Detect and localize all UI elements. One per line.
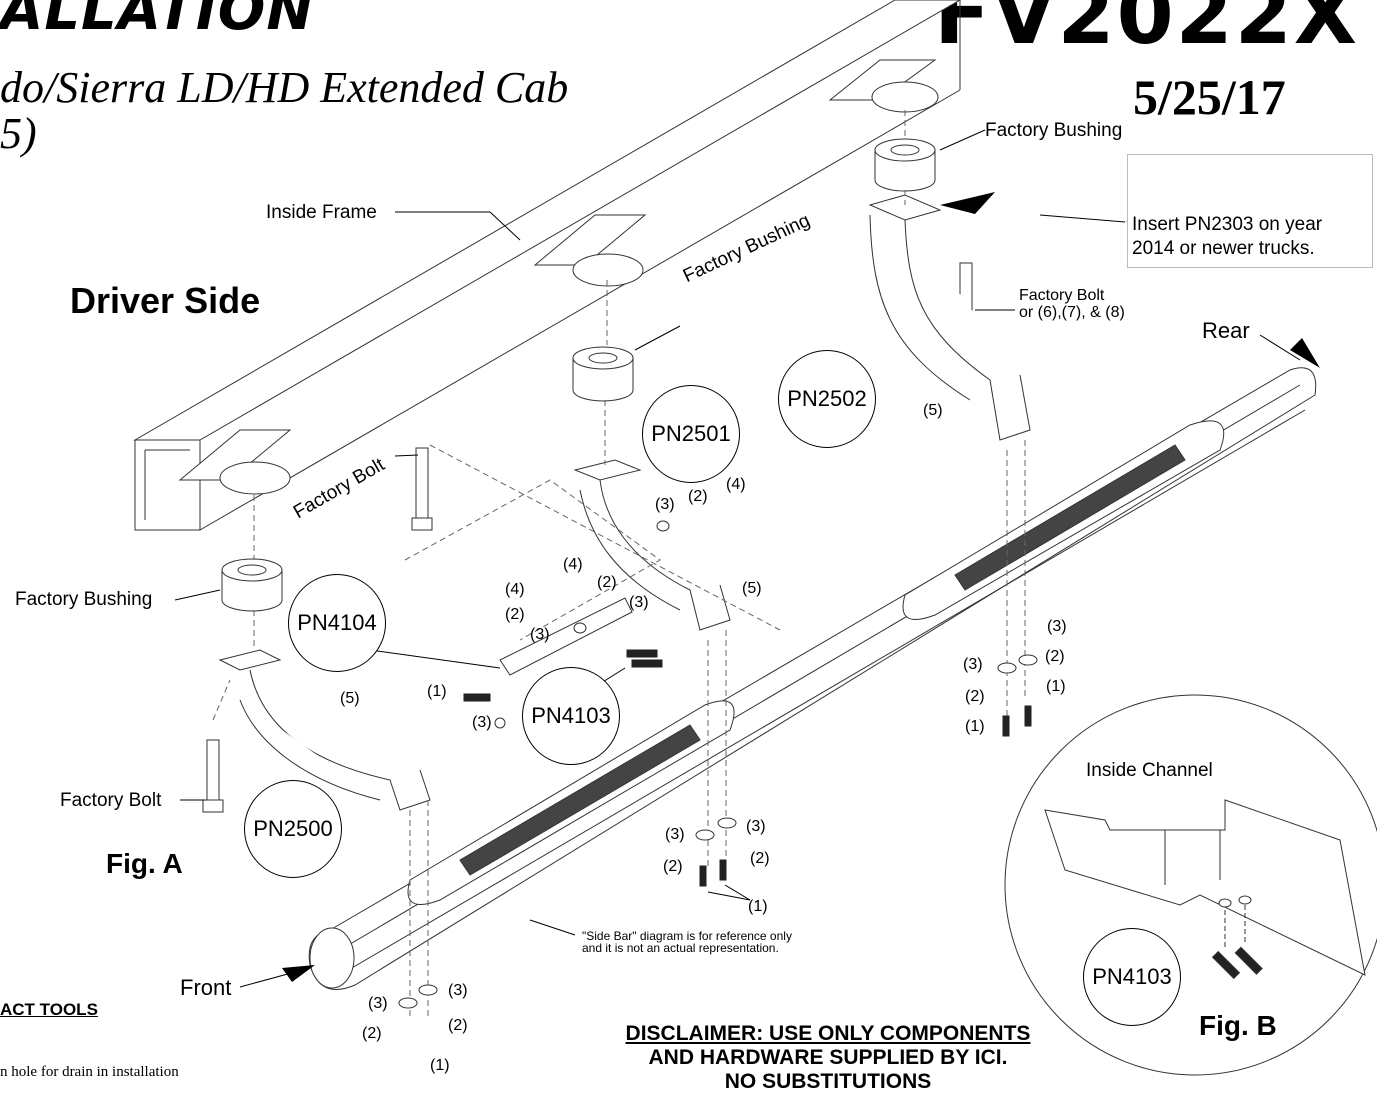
callout-3: (3) bbox=[530, 626, 550, 643]
reference-note-line2: and it is not an actual representation. bbox=[582, 941, 779, 955]
revision-date: 5/25/17 bbox=[1133, 69, 1286, 125]
callout-2: (2) bbox=[505, 606, 525, 623]
label-inside-channel: Inside Channel bbox=[1086, 760, 1213, 781]
callout-2: (2) bbox=[1045, 648, 1065, 665]
leader-lines bbox=[174, 129, 1301, 988]
callout-2: (2) bbox=[965, 688, 985, 705]
callout-3: (3) bbox=[665, 826, 685, 843]
label-inside-frame: Inside Frame bbox=[266, 202, 377, 223]
factory-bolt-upper bbox=[411, 447, 433, 531]
part-label-pn2502: PN2502 bbox=[787, 386, 867, 411]
part-label-pn4103-fig-b: PN4103 bbox=[1092, 964, 1172, 989]
bracket-pn2502 bbox=[868, 194, 1031, 441]
part-circle-pn2501: PN2501 bbox=[642, 385, 740, 483]
part-circle-pn4103: PN4103 bbox=[522, 667, 620, 765]
arrowheads bbox=[282, 192, 1320, 982]
bracket-pn2501 bbox=[573, 459, 731, 631]
part-label-pn4103: PN4103 bbox=[531, 703, 611, 728]
guide-lines bbox=[212, 110, 1026, 1020]
figure-label-a: Fig. A bbox=[106, 848, 183, 879]
callout-2: (2) bbox=[597, 574, 617, 591]
callout-4: (4) bbox=[505, 581, 525, 598]
frame-bracket-mid bbox=[533, 214, 647, 287]
label-factory-bushing-left: Factory Bushing bbox=[15, 589, 153, 610]
disclaimer: DISCLAIMER: USE ONLY COMPONENTS AND HARD… bbox=[596, 1022, 1060, 1094]
hardware-bolts bbox=[463, 649, 1032, 887]
part-number: FV2022X bbox=[934, 0, 1359, 63]
part-circle-pn4104: PN4104 bbox=[288, 574, 386, 672]
disclaimer-line1: DISCLAIMER: USE ONLY COMPONENTS bbox=[625, 1022, 1031, 1045]
part-circle-pn2502: PN2502 bbox=[778, 350, 876, 448]
callout-1: (1) bbox=[430, 1057, 450, 1074]
callout-1: (1) bbox=[427, 683, 447, 700]
tools-heading: ACT TOOLS bbox=[0, 1000, 98, 1019]
bushing-mid bbox=[572, 346, 634, 402]
callout-2: (2) bbox=[688, 488, 708, 505]
part-circle-pn2500: PN2500 bbox=[244, 780, 342, 878]
figure-label-b: Fig. B bbox=[1199, 1010, 1277, 1041]
callout-3: (3) bbox=[368, 995, 388, 1012]
callout-1: (1) bbox=[965, 718, 985, 735]
reference-note: "Side Bar" diagram is for reference only… bbox=[582, 930, 792, 954]
side-label: Driver Side bbox=[70, 280, 261, 321]
bushing-rear bbox=[874, 138, 936, 192]
frame-bracket-rear bbox=[828, 59, 939, 113]
factory-bolt-left bbox=[202, 739, 224, 813]
step-pad-rear bbox=[902, 420, 1225, 620]
callout-3: (3) bbox=[629, 594, 649, 611]
vehicle-subtitle-years: 5) bbox=[0, 109, 37, 158]
bracket-pn2500 bbox=[218, 649, 431, 811]
part-label-pn2501: PN2501 bbox=[651, 421, 731, 446]
callout-4: (4) bbox=[563, 556, 583, 573]
label-rear: Rear bbox=[1202, 318, 1250, 343]
callout-3: (3) bbox=[746, 818, 766, 835]
callout-3: (3) bbox=[1047, 618, 1067, 635]
callout-3: (3) bbox=[655, 496, 675, 513]
callout-2: (2) bbox=[750, 850, 770, 867]
inside-frame-rail bbox=[133, 0, 961, 531]
disclaimer-line3: NO SUBSTITUTIONS bbox=[724, 1070, 932, 1093]
label-factory-bolt-left: Factory Bolt bbox=[60, 790, 162, 811]
callout-2: (2) bbox=[362, 1025, 382, 1042]
reference-note-line1: "Side Bar" diagram is for reference only bbox=[582, 929, 792, 943]
mounting-plate-pn4104 bbox=[499, 597, 633, 676]
bottom-instruction-text: n hole for drain in installation bbox=[0, 1064, 179, 1080]
insert-note-line1: Insert PN2303 on year bbox=[1132, 214, 1323, 235]
callout-1: (1) bbox=[748, 898, 768, 915]
bushing-left bbox=[221, 558, 283, 612]
callout-5: (5) bbox=[742, 580, 762, 597]
part-label-pn4104: PN4104 bbox=[297, 610, 377, 635]
vehicle-subtitle: do/Sierra LD/HD Extended Cab bbox=[0, 63, 569, 112]
disclaimer-line2: AND HARDWARE SUPPLIED BY ICI. bbox=[648, 1046, 1008, 1069]
part-circle-pn4103-fig-b: PN4103 bbox=[1083, 928, 1181, 1026]
callout-5: (5) bbox=[923, 402, 943, 419]
hardware-washers bbox=[398, 520, 1038, 1009]
callout-5: (5) bbox=[340, 690, 360, 707]
label-factory-bolt-right-line1: Factory Bolt bbox=[1019, 287, 1105, 304]
fig-b-detail bbox=[1004, 694, 1377, 1076]
callout-1: (1) bbox=[1046, 678, 1066, 695]
frame-bracket-front bbox=[178, 429, 292, 495]
label-factory-bolt-right: Factory Bolt or (6),(7), & (8) bbox=[1019, 287, 1125, 321]
part-label-pn2500: PN2500 bbox=[253, 816, 333, 841]
label-factory-bushing-top: Factory Bushing bbox=[985, 120, 1123, 141]
page-title: ALLATION bbox=[0, 0, 315, 43]
callout-2: (2) bbox=[663, 858, 683, 875]
callout-2: (2) bbox=[448, 1017, 468, 1034]
label-factory-bolt-right-line2: or (6),(7), & (8) bbox=[1019, 304, 1125, 321]
callout-3: (3) bbox=[448, 982, 468, 999]
callout-4: (4) bbox=[726, 476, 746, 493]
callout-3: (3) bbox=[963, 656, 983, 673]
insert-note-box: Insert PN2303 on year 2014 or newer truc… bbox=[1127, 154, 1373, 268]
callout-3: (3) bbox=[472, 714, 492, 731]
label-front: Front bbox=[180, 975, 232, 1000]
insert-note-line2: 2014 or newer trucks. bbox=[1132, 238, 1315, 259]
step-pad-front bbox=[407, 700, 735, 905]
